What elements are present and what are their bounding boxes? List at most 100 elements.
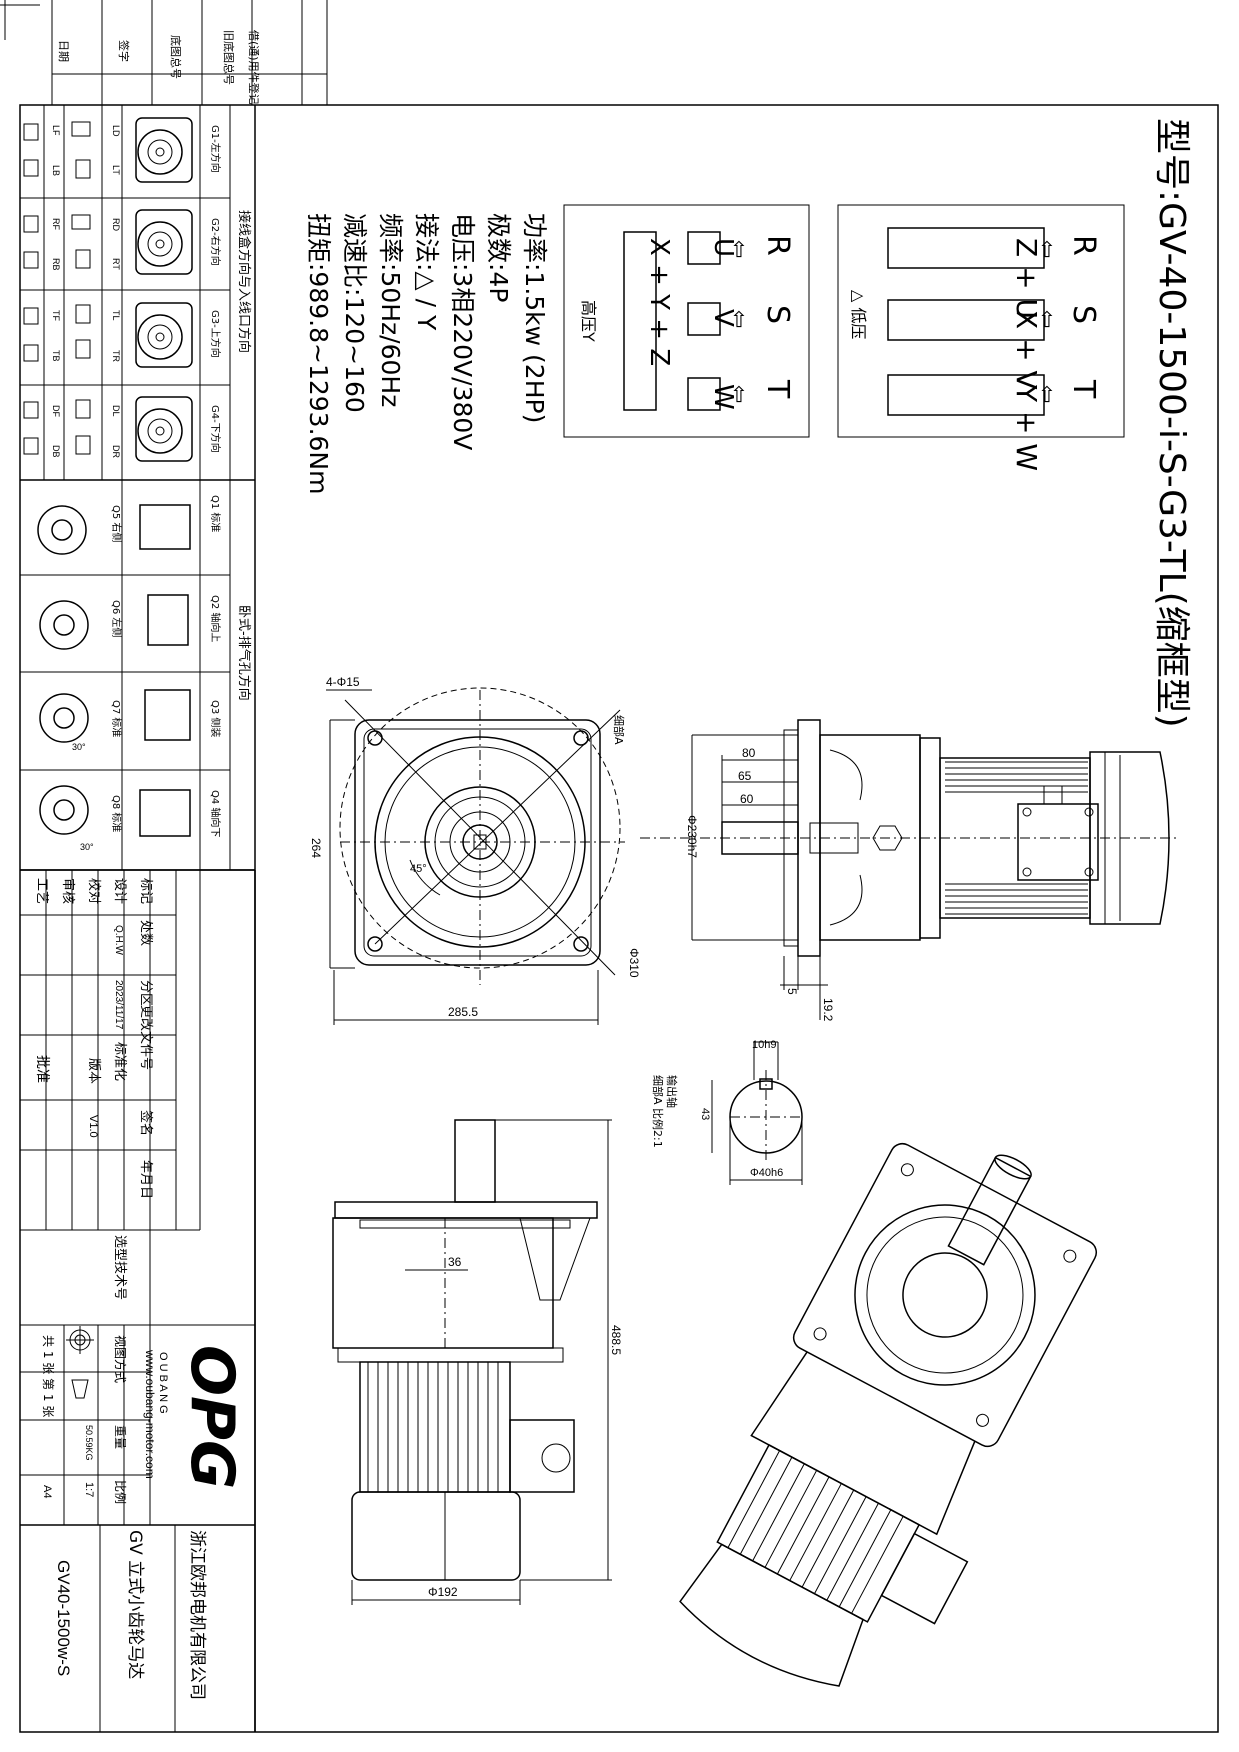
code-TB: TB <box>51 350 61 362</box>
tb-version: V1.0 <box>87 1115 99 1138</box>
tb-weight-label: 重量 <box>113 1425 127 1449</box>
mount-q5: Q5 右侧 <box>110 505 123 542</box>
tb-tech-no: 选型技术号 <box>112 1235 127 1300</box>
high-t-T: T <box>760 379 795 399</box>
mount-q6: Q6 左侧 <box>110 600 123 637</box>
high-box-V: V <box>708 309 738 327</box>
code-TL: TL <box>111 310 121 321</box>
sheet-frame <box>0 0 1219 1733</box>
mount-q3: Q3 侧装 <box>209 700 222 737</box>
high-arrow-1: ⇦ <box>726 240 751 258</box>
brand-text: O U B A N G <box>157 1352 169 1414</box>
low-arrow-2: ⇦ <box>1034 310 1059 328</box>
code-RD: RD <box>111 218 121 231</box>
rev-label-4: 签字 <box>117 40 131 62</box>
spec-poles: 极数:4P <box>484 213 513 302</box>
dim-230: Φ230h7 <box>685 815 699 858</box>
tb-biaoji: 标记 <box>138 878 153 904</box>
dim-10h9: 10h9 <box>752 1039 776 1051</box>
low-box-3: Y + W <box>1010 384 1043 471</box>
company-name: 浙江欧邦电机有限公司 <box>187 1530 207 1700</box>
tb-fenqu: 分区 <box>138 980 153 1006</box>
tb-weight: 50.59KG <box>84 1425 94 1461</box>
low-arrow-1: ⇦ <box>1034 240 1059 258</box>
shaft-note-1: 输出轴 <box>665 1075 679 1108</box>
rev-label-1: 借(通)用件登记 <box>247 30 261 105</box>
code-LF: LF <box>51 125 61 136</box>
shaft-note-2: 细部A 比例2:1 <box>651 1075 665 1148</box>
wiring-low-voltage: R S T ⇦ ⇦ ⇦ Z + U X + V Y + W △ 低压 <box>837 204 1125 471</box>
low-t-S: S <box>1066 305 1101 324</box>
rev-label-5: 日期 <box>57 40 70 62</box>
terminal-box-icons <box>23 121 91 455</box>
low-box-1: Z + U <box>1010 238 1043 319</box>
row-label-g1: G1-左方向 <box>209 125 222 173</box>
detail-a-label: 细部A <box>612 715 626 745</box>
specs-block: 功率:1.5kw (2HP) 极数:4P 电压:3相220V/380V 接法:△… <box>304 213 549 494</box>
high-bottom-box: X + Y + Z <box>644 238 674 366</box>
mount-q2: Q2 轴向上 <box>209 595 222 642</box>
tb-scale: 1:7 <box>83 1482 95 1497</box>
tb-date: 2023/11/17 <box>113 980 124 1030</box>
mount-q7: Q7 标准 <box>110 700 122 737</box>
tb-sheets: 共 1 张 第 1 张 <box>41 1335 55 1417</box>
company-logo: OPG O U B A N G www.oubang-motor.com <box>143 1345 247 1489</box>
projection-symbol-icon <box>66 1326 94 1399</box>
dim-310: Φ310 <box>627 948 641 978</box>
code-LT: LT <box>111 165 121 175</box>
row-label-g2: G2-右方向 <box>209 218 222 266</box>
high-t-R: R <box>760 235 795 256</box>
spec-frequency: 频率:50Hz/60Hz <box>376 213 405 407</box>
product-name: GV 立式小齿轮马达 <box>125 1530 145 1679</box>
side-view-motor <box>640 719 1178 957</box>
tb-banben: 版本 <box>86 1058 101 1084</box>
mount-q8: Q8 标准 <box>110 795 122 832</box>
tb-paper: A4 <box>41 1485 53 1498</box>
rev-label-2: 旧底图总号 <box>222 30 236 85</box>
tb-pizhun: 批准 <box>34 1055 50 1083</box>
low-t-T: T <box>1066 379 1101 399</box>
panel-title-horizontal: 接线盒方向与入线口方向 <box>236 210 252 353</box>
high-t-S: S <box>760 305 795 324</box>
tb-nianyueri: 年月日 <box>138 1160 153 1199</box>
bottom-side-view: 36 Φ192 488.5 <box>332 1119 623 1605</box>
code-DL: DL <box>111 405 121 417</box>
code-TR: TR <box>111 350 121 362</box>
low-arrow-3: ⇦ <box>1034 385 1059 403</box>
model-title: 型号:GV-40-1500-i-S-G3-TL(缩框型) <box>1151 118 1192 728</box>
code-LB: LB <box>51 165 61 176</box>
row-label-g4: G4-下方向 <box>209 405 222 453</box>
tb-jiaodui: 校对 <box>86 878 102 904</box>
tb-scale-label: 比例 <box>113 1480 127 1504</box>
tb-biaozhun: 标准化 <box>112 1042 127 1081</box>
dim-40h6: Φ40h6 <box>750 1167 783 1179</box>
code-DB: DB <box>51 445 61 458</box>
spec-torque: 扭矩:989.8~1293.6Nm <box>304 213 333 494</box>
code-LD: LD <box>111 125 121 137</box>
low-box-2: X + V <box>1010 310 1043 390</box>
side-view-dims: 80 65 60 Φ230h7 5 19.2 <box>685 734 835 1022</box>
dim-43: 43 <box>699 1108 711 1120</box>
dim-4-15: 4-Φ15 <box>326 675 360 689</box>
code-TF: TF <box>51 310 61 321</box>
high-box-U: U <box>708 238 738 257</box>
mount-icons <box>37 504 191 837</box>
high-arrow-2: ⇦ <box>726 310 751 328</box>
dim-36: 36 <box>448 1255 462 1269</box>
wiring-high-voltage: R S T ⇦ ⇦ ⇦ U V W X + Y + Z 高压Y <box>563 204 810 438</box>
revision-labels: 借(通)用件登记 旧底图总号 底图总号 签字 日期 <box>57 30 261 105</box>
flange-front-view: 264 285.5 4-Φ15 细部A Φ310 45° <box>309 675 641 1025</box>
dim-19-2: 19.2 <box>821 998 835 1022</box>
tb-gongyi: 工艺 <box>34 878 49 904</box>
dim-5: 5 <box>785 988 799 995</box>
dim-488-5: 488.5 <box>609 1325 623 1355</box>
rev-label-3: 底图总号 <box>169 35 183 79</box>
code-RF: RF <box>51 218 61 230</box>
tb-designer: Q.H.W <box>113 925 124 956</box>
title-block: 标记 处数 分区 更改文件号 签名 年月日 设计 Q.H.W 2023/11/1… <box>20 869 256 1732</box>
website-text: www.oubang-motor.com <box>143 1349 157 1479</box>
code-DR: DR <box>111 445 121 458</box>
motor-end-icon-g2 <box>135 209 193 275</box>
dim-264: 264 <box>309 838 323 858</box>
